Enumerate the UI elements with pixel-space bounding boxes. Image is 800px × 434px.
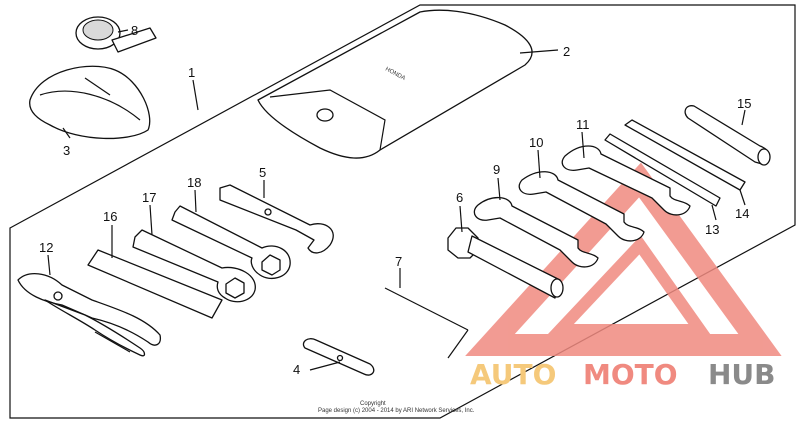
part-7-hex-key: [384, 287, 469, 359]
leader-lines: [47, 29, 746, 371]
callouts: 1 2 3 4 5 6 7 8 9 10 11 12 13 14 15 16 1…: [39, 23, 751, 377]
part-2-tool-bag: HONDA: [257, 9, 533, 159]
callout-12: 12: [39, 240, 53, 255]
callout-17: 17: [142, 190, 156, 205]
part-15-handle: [684, 105, 771, 166]
callout-1: 1: [188, 65, 195, 80]
part-5-pin-spanner: [219, 184, 334, 254]
part-18-box-wrench: [171, 205, 291, 279]
part-17-box-wrench: [132, 229, 256, 303]
part-6-socket: [447, 227, 564, 299]
watermark-triangle: [465, 162, 782, 356]
copyright-line-2: Page design (c) 2004 - 2014 by ARI Netwo…: [318, 408, 475, 414]
callout-4: 4: [293, 362, 300, 377]
part-9-open-wrench: [473, 196, 599, 268]
callout-9: 9: [493, 162, 500, 177]
copyright-line-1: Copyright: [360, 401, 386, 407]
part-4-plate: [302, 338, 375, 376]
part-14-screwdriver-blade: [624, 119, 746, 191]
watermark-hub: HUB: [708, 358, 776, 391]
callout-11: 11: [576, 117, 590, 132]
callout-14: 14: [735, 206, 749, 221]
part-8-gauge: [75, 16, 157, 53]
callout-18: 18: [187, 175, 201, 190]
part-13-screwdriver-blade: [604, 133, 721, 207]
callout-8: 8: [131, 23, 138, 38]
watermark-text: AUTO MOTO HUB: [470, 358, 776, 391]
callout-15: 15: [737, 96, 751, 111]
callout-5: 5: [259, 165, 266, 180]
kit-frame: [9, 4, 796, 419]
part-16-flat-bar: [87, 249, 223, 319]
callout-6: 6: [456, 190, 463, 205]
callout-7: 7: [395, 254, 402, 269]
callout-2: 2: [563, 44, 570, 59]
watermark-auto: AUTO: [470, 358, 556, 391]
part-12-pliers: [17, 273, 161, 357]
callout-3: 3: [63, 143, 70, 158]
part-3-pouch: [29, 65, 151, 140]
watermark-moto: MOTO: [583, 358, 678, 391]
callout-13: 13: [705, 222, 719, 237]
callout-10: 10: [529, 135, 543, 150]
callout-16: 16: [103, 209, 117, 224]
part-11-open-wrench: [561, 145, 691, 216]
part-10-open-wrench: [518, 171, 645, 242]
